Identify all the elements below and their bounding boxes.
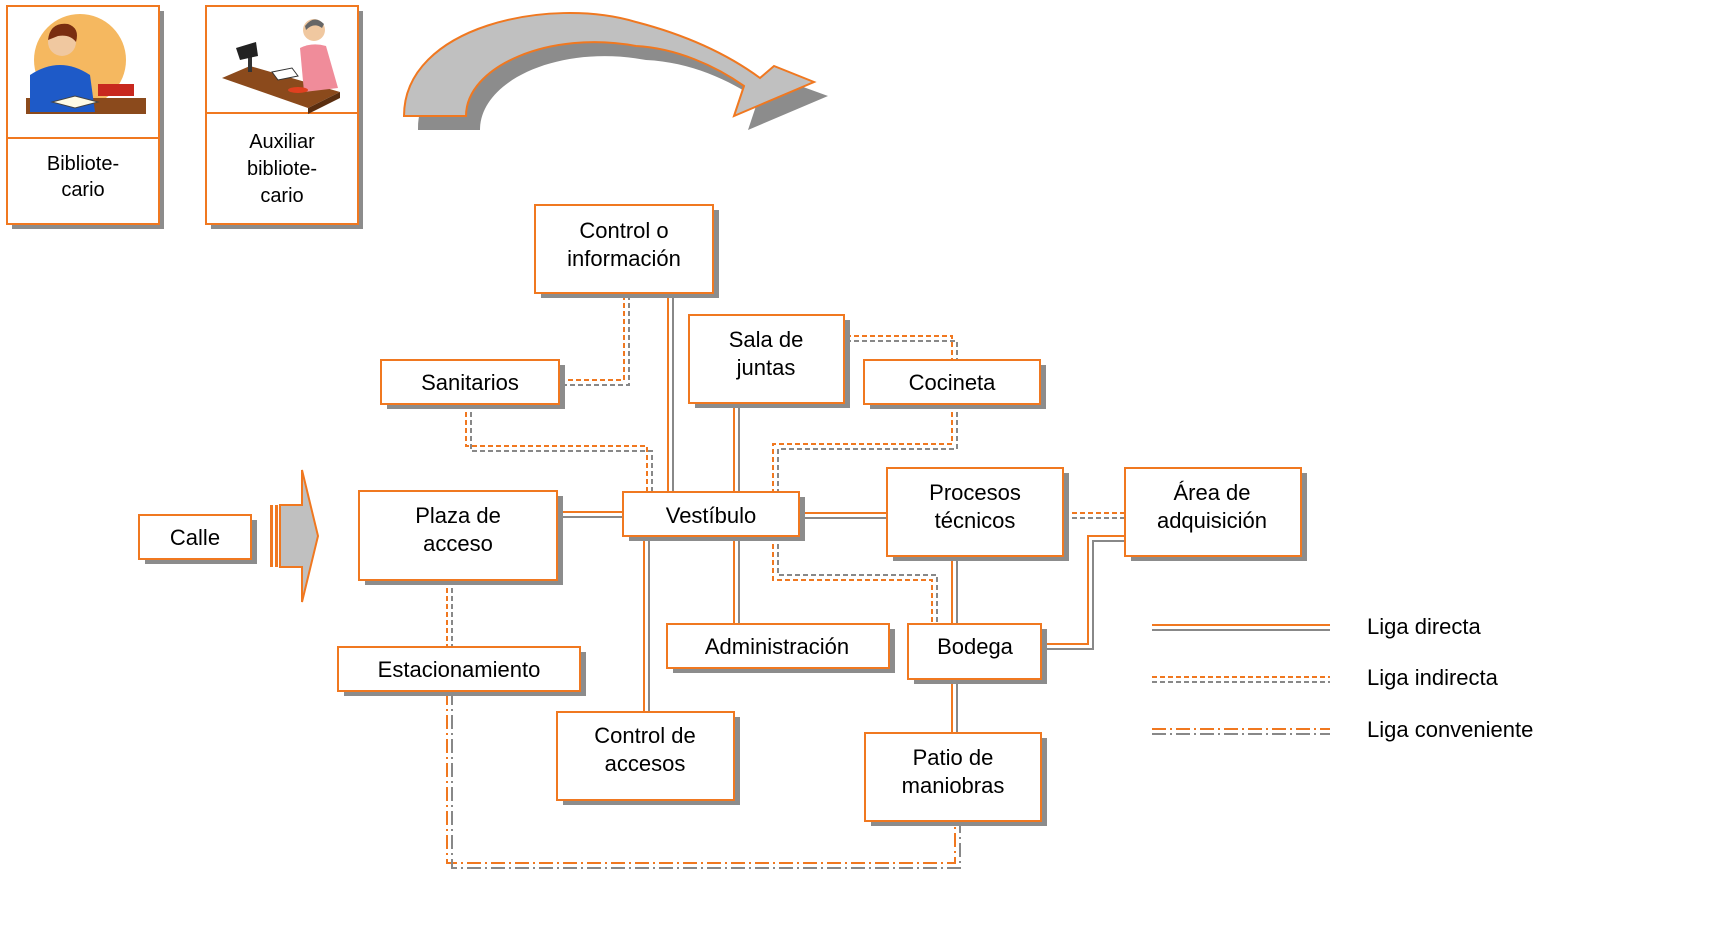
role-label-bibliotecario: Bibliote-cario xyxy=(47,153,119,201)
legend-swatch-directa xyxy=(1152,624,1330,631)
direct-link-bodega-adquisicion xyxy=(1043,535,1127,650)
node-label-sanitarios: Sanitarios xyxy=(421,370,519,395)
direct-link-vestibulo-administracion xyxy=(733,536,740,624)
node-label-cocineta: Cocineta xyxy=(909,370,997,395)
legend-item-indirecta: Liga indirecta xyxy=(1152,665,1499,690)
legend-item-conveniente: Liga conveniente xyxy=(1152,717,1533,742)
indirect-link-cocineta-vestibulo xyxy=(772,404,958,492)
legend-label-indirecta: Liga indirecta xyxy=(1367,665,1499,690)
node-calle: Calle xyxy=(138,514,257,564)
connections xyxy=(446,295,1127,869)
node-label-estacionamiento: Estacionamiento xyxy=(378,657,541,682)
node-sanitarios: Sanitarios xyxy=(380,359,565,409)
direct-link-bodega-patio xyxy=(951,680,958,733)
node-vestibulo: Vestíbulo xyxy=(622,491,805,541)
legend-swatch-conveniente xyxy=(1152,728,1330,735)
node-cocineta: Cocineta xyxy=(863,359,1046,409)
legend: Liga directa Liga indirecta Liga conveni… xyxy=(1152,614,1533,742)
indirect-link-sala-cocineta xyxy=(846,335,958,360)
entry-arrow-icon xyxy=(270,469,320,603)
indirect-link-vestibulo-bodega xyxy=(772,536,938,624)
direct-link-vestibulo-control-accesos xyxy=(643,536,650,712)
direct-link-vestibulo-procesos xyxy=(800,512,887,519)
indirect-link-control-sanitarios xyxy=(560,295,630,386)
node-bodega: Bodega xyxy=(907,623,1047,684)
legend-item-directa: Liga directa xyxy=(1152,614,1482,639)
node-label-bodega: Bodega xyxy=(937,634,1014,659)
assistant-desk-lamp-icon xyxy=(222,19,340,114)
role-card-bibliotecario: Bibliote-cario xyxy=(6,5,164,229)
direct-link-plaza-vestibulo xyxy=(558,511,625,518)
legend-label-directa: Liga directa xyxy=(1367,614,1482,639)
legend-label-conveniente: Liga conveniente xyxy=(1367,717,1533,742)
librarian-reading-icon xyxy=(26,14,146,114)
indirect-link-plaza-estacionamiento xyxy=(446,580,453,647)
indirect-link-sanitarios-vestibulo xyxy=(465,404,653,492)
indirect-link-procesos-adquisicion xyxy=(1064,512,1127,519)
node-label-vestibulo: Vestíbulo xyxy=(666,503,757,528)
node-label-calle: Calle xyxy=(170,525,220,550)
node-estacionamiento: Estacionamiento xyxy=(337,646,586,696)
direct-link-procesos-bodega xyxy=(951,558,958,624)
curved-flow-arrow xyxy=(402,12,828,130)
node-administracion: Administración xyxy=(666,623,895,673)
direct-link-control-vestibulo xyxy=(667,295,674,492)
direct-link-sala-vestibulo xyxy=(733,404,740,492)
node-label-administracion: Administración xyxy=(705,634,849,659)
legend-swatch-indirecta xyxy=(1152,676,1330,683)
convenient-link-estacionamiento-patio xyxy=(446,691,961,869)
